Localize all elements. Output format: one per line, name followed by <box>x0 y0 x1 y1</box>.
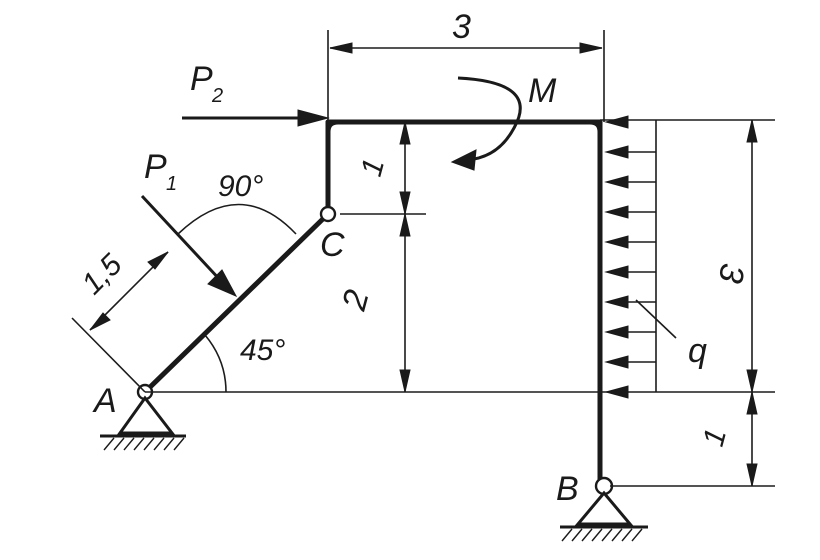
label-p1: P <box>144 148 167 186</box>
moment-m <box>450 76 522 171</box>
label-load-q: q <box>688 332 707 370</box>
reference-lines <box>71 30 775 487</box>
label-moment-m: M <box>528 72 557 110</box>
corner-top-right <box>587 119 603 135</box>
label-dim-left-upper: 1 <box>355 155 391 180</box>
member-ac <box>142 211 331 395</box>
label-point-c: C <box>320 226 345 264</box>
label-angle-90: 90° <box>218 170 263 203</box>
label-angle-45: 45° <box>240 334 285 367</box>
label-dim-right-upper: 3 <box>711 261 752 286</box>
dimension-incline <box>89 251 169 331</box>
force-p1 <box>140 194 238 298</box>
label-dim-right-lower: 1 <box>697 425 733 450</box>
corner-top-left <box>325 119 341 135</box>
label-p2: P <box>190 60 213 98</box>
label-point-a: A <box>92 382 117 420</box>
label-dim-incline: 1,5 <box>76 248 129 301</box>
distributed-load-q <box>604 115 677 399</box>
support-b <box>560 490 648 542</box>
label-p2-subscript: 2 <box>211 85 223 107</box>
dimension-top-width <box>329 42 603 54</box>
frame-structure <box>142 119 603 487</box>
label-p1-subscript: 1 <box>166 173 177 195</box>
support-a <box>100 395 186 451</box>
force-p2 <box>182 109 330 127</box>
label-dim-top-width: 3 <box>452 8 471 46</box>
hinge-c <box>319 205 337 223</box>
dimension-right <box>746 119 758 487</box>
angle-arc-90 <box>177 203 297 235</box>
label-dim-left-lower: 2 <box>335 286 377 315</box>
angle-arc-45 <box>204 334 227 393</box>
dimension-left <box>399 121 411 393</box>
label-point-b: B <box>556 470 579 508</box>
